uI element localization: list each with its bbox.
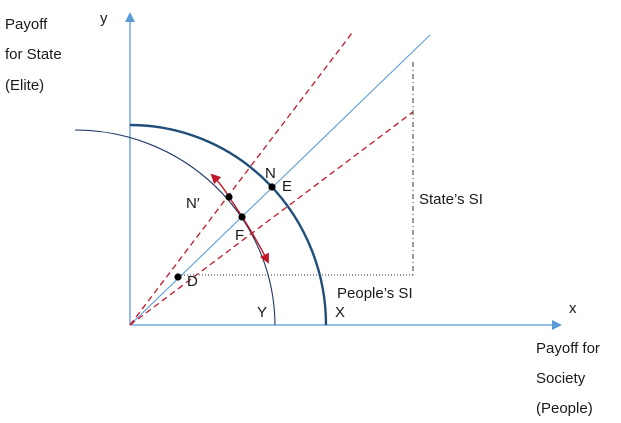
label-n: N — [265, 165, 276, 182]
point-d-dot — [174, 273, 182, 281]
label-d: D — [187, 273, 198, 290]
y-axis-caption-line-2: for State — [5, 46, 62, 63]
y-axis-caption-line-3: (Elite) — [5, 77, 44, 94]
label-f: F — [235, 227, 244, 244]
people-si-label: People’s SI — [337, 285, 413, 302]
x-axis-caption-line-2: Society — [536, 370, 586, 387]
point-n-prime-dot — [225, 193, 233, 201]
x-axis-caption-line-3: (People) — [536, 400, 593, 417]
ray-through-e — [129, 34, 431, 326]
x-axis-caption-line-1: Payoff for — [536, 340, 600, 357]
point-e-dot — [268, 183, 276, 191]
y-axis-symbol: y — [100, 10, 108, 27]
label-n-prime: N′ — [186, 195, 200, 212]
label-y: Y — [257, 304, 267, 321]
label-e: E — [282, 178, 292, 195]
label-x: X — [335, 304, 345, 321]
lower-dashed-line — [129, 111, 414, 326]
y-axis-caption-line-1: Payoff — [5, 16, 48, 33]
state-si-label: State’s SI — [419, 191, 483, 208]
point-f-dot — [238, 213, 246, 221]
outer-frontier-curve — [129, 123, 328, 326]
upper-dashed-line — [129, 32, 353, 326]
tradeoff-arrow-down — [228, 196, 269, 264]
inner-frontier-curve — [74, 129, 276, 326]
x-axis-symbol: x — [569, 300, 577, 317]
